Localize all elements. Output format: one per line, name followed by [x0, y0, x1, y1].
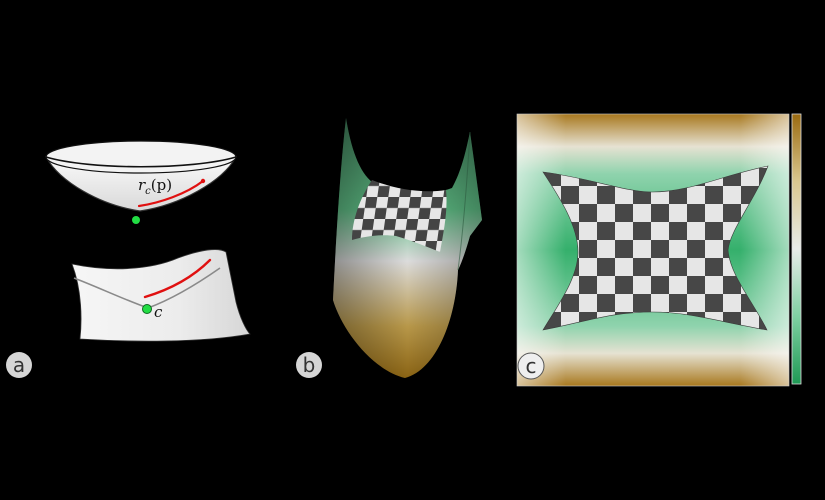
svg-text:c: c — [526, 354, 537, 378]
curve-label: rc(p) — [138, 176, 172, 197]
panel-c — [516, 113, 802, 387]
svg-text:a: a — [13, 353, 25, 377]
curve-endpoint-top — [200, 178, 206, 184]
checker-patch-b — [352, 180, 447, 252]
basepoint-marker-bottom — [142, 304, 152, 314]
basepoint-marker-top — [132, 216, 140, 224]
saddle-surface — [71, 249, 251, 342]
checker-patch-c — [542, 165, 769, 331]
heatmap-frame — [516, 113, 790, 387]
paraboloid-rim-front — [45, 156, 237, 168]
paraboloid-rim — [45, 140, 237, 174]
geodesic-curve-bottom — [143, 258, 212, 299]
svg-text:b: b — [303, 353, 316, 377]
surface-b-inner-fold — [457, 131, 471, 271]
panel-label-a: a — [6, 352, 32, 378]
colorbar — [791, 113, 802, 385]
panel-label-b: b — [296, 352, 322, 378]
panel-b — [333, 118, 482, 378]
geodesic-curve-top — [137, 179, 205, 208]
panel-a: rc(p) c — [44, 140, 251, 342]
point-label: c — [154, 303, 163, 321]
surface-b-shading — [333, 118, 482, 378]
panel-label-c: c — [517, 352, 545, 380]
